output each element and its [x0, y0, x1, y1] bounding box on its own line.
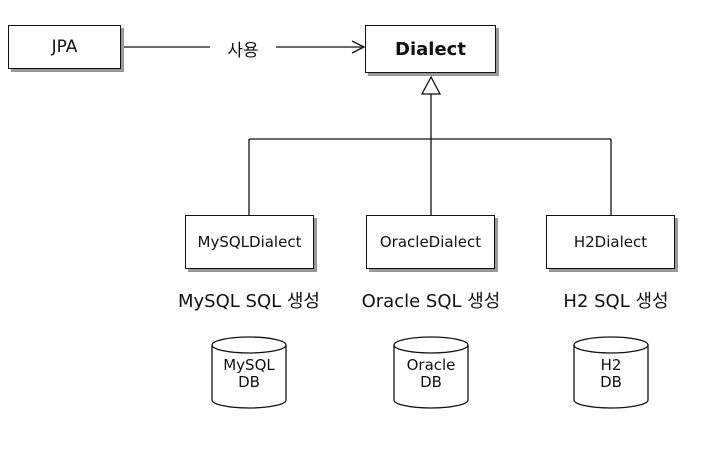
uses-arrowhead	[351, 40, 366, 54]
mysql-db-line1: MySQL	[223, 356, 275, 374]
mysql-dialect-label: MySQLDialect	[197, 233, 302, 251]
mysql-db-line2: DB	[238, 373, 260, 391]
h2-caption: H2 SQL 생성	[563, 291, 669, 312]
h2-dialect-box: H2Dialect	[546, 215, 675, 269]
mysql-db-label: MySQL DB	[212, 357, 286, 391]
h2-dialect-label: H2Dialect	[573, 233, 648, 251]
oracle-dialect-label: OracleDialect	[379, 233, 482, 251]
mysql-dialect-box: MySQLDialect	[185, 215, 314, 269]
oracle-db-line1: Oracle	[406, 356, 456, 374]
h2-db-line1: H2	[600, 356, 622, 374]
dialect-label: Dialect	[395, 38, 466, 60]
oracle-db-label: Oracle DB	[394, 357, 468, 391]
db-cylinder-oracle	[393, 336, 469, 409]
oracle-db-line2: DB	[420, 373, 442, 391]
inheritance-triangle	[420, 75, 442, 95]
dialect-box: Dialect	[365, 25, 496, 73]
mysql-caption: MySQL SQL 생성	[178, 291, 320, 312]
jpa-label: JPA	[51, 37, 78, 57]
jpa-box: JPA	[8, 25, 121, 69]
db-cylinder-mysql	[211, 336, 287, 409]
h2-db-line2: DB	[600, 373, 622, 391]
oracle-caption: Oracle SQL 생성	[361, 291, 501, 312]
uses-label: 사용	[227, 41, 259, 61]
db-cylinder-h2	[573, 336, 649, 409]
oracle-dialect-box: OracleDialect	[366, 215, 495, 269]
h2-db-label: H2 DB	[574, 357, 648, 391]
